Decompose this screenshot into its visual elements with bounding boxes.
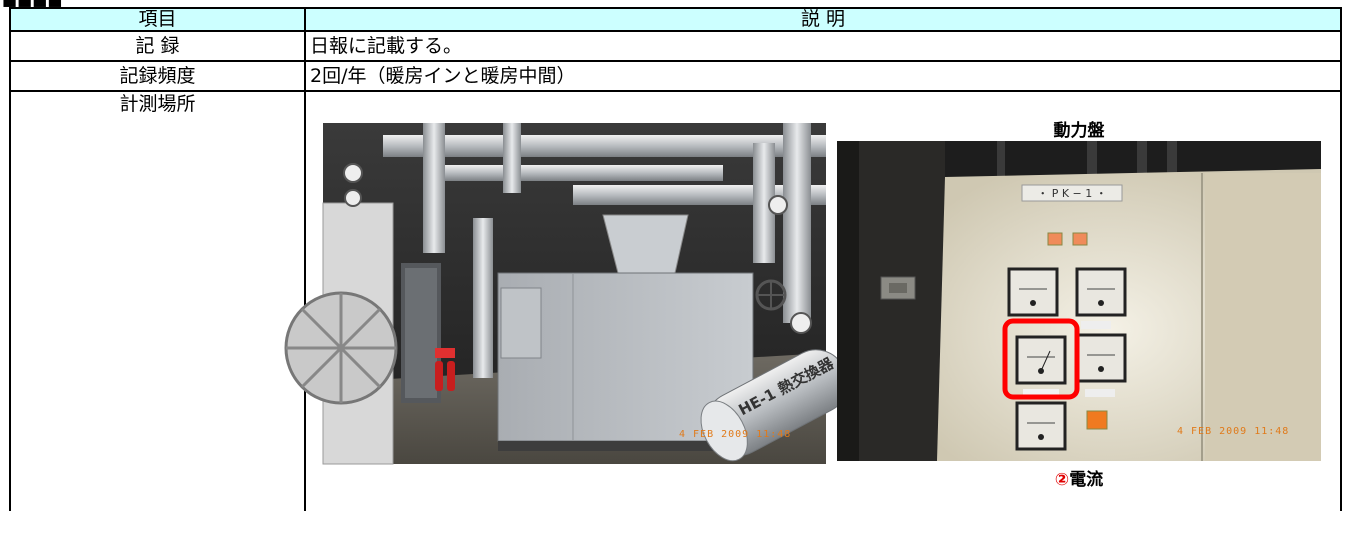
panel-bottom-caption: ②電流	[837, 469, 1321, 490]
ammeter	[1015, 401, 1067, 450]
row-value-record: 日報に記載する。	[304, 30, 1342, 62]
header-description: 説 明	[304, 7, 1342, 32]
row-label-record: 記 録	[9, 30, 306, 62]
ammeter	[1007, 267, 1059, 316]
row-value-frequency: 2回/年（暖房インと暖房中間）	[304, 60, 1342, 92]
ammeter	[1075, 333, 1127, 382]
table-row: 計測場所	[9, 90, 1342, 511]
header-row: 項目 説 明	[9, 7, 1342, 32]
boiler-room-photo: HE-1 熱交換器 4 FEB 2009 11:48	[284, 122, 849, 464]
location-photo-cell: HE-1 熱交換器 4 FEB 2009 11:48 動力盤	[284, 90, 1342, 511]
photo-datestamp: 4 FEB 2009 11:48	[1177, 425, 1290, 437]
caption-text: 電流	[1069, 469, 1104, 490]
ammeter	[1015, 335, 1067, 384]
header-item: 項目	[9, 7, 306, 32]
circled-number: ②	[1054, 469, 1070, 490]
row-label-frequency: 記録頻度	[9, 60, 306, 92]
cropped-sheet-title: ■■■■	[0, 0, 62, 9]
table-row: 記録頻度 2回/年（暖房インと暖房中間）	[9, 60, 1342, 92]
panel-caption: 動力盤	[1053, 120, 1105, 141]
current-meter-highlight	[1002, 318, 1080, 399]
power-panel-photo: ・ P K − 1 ・	[837, 140, 1321, 461]
ammeter	[1075, 267, 1127, 316]
photo-datestamp: 4 FEB 2009 11:48	[679, 428, 792, 440]
description-table: 項目 説 明 記 録 日報に記載する。 記録頻度 2回/年（暖房インと暖房中間）…	[9, 7, 1342, 511]
table-row: 記 録 日報に記載する。	[9, 30, 1342, 62]
row-label-location: 計測場所	[9, 90, 306, 511]
panel-label: ・ P K − 1 ・	[1037, 187, 1107, 200]
